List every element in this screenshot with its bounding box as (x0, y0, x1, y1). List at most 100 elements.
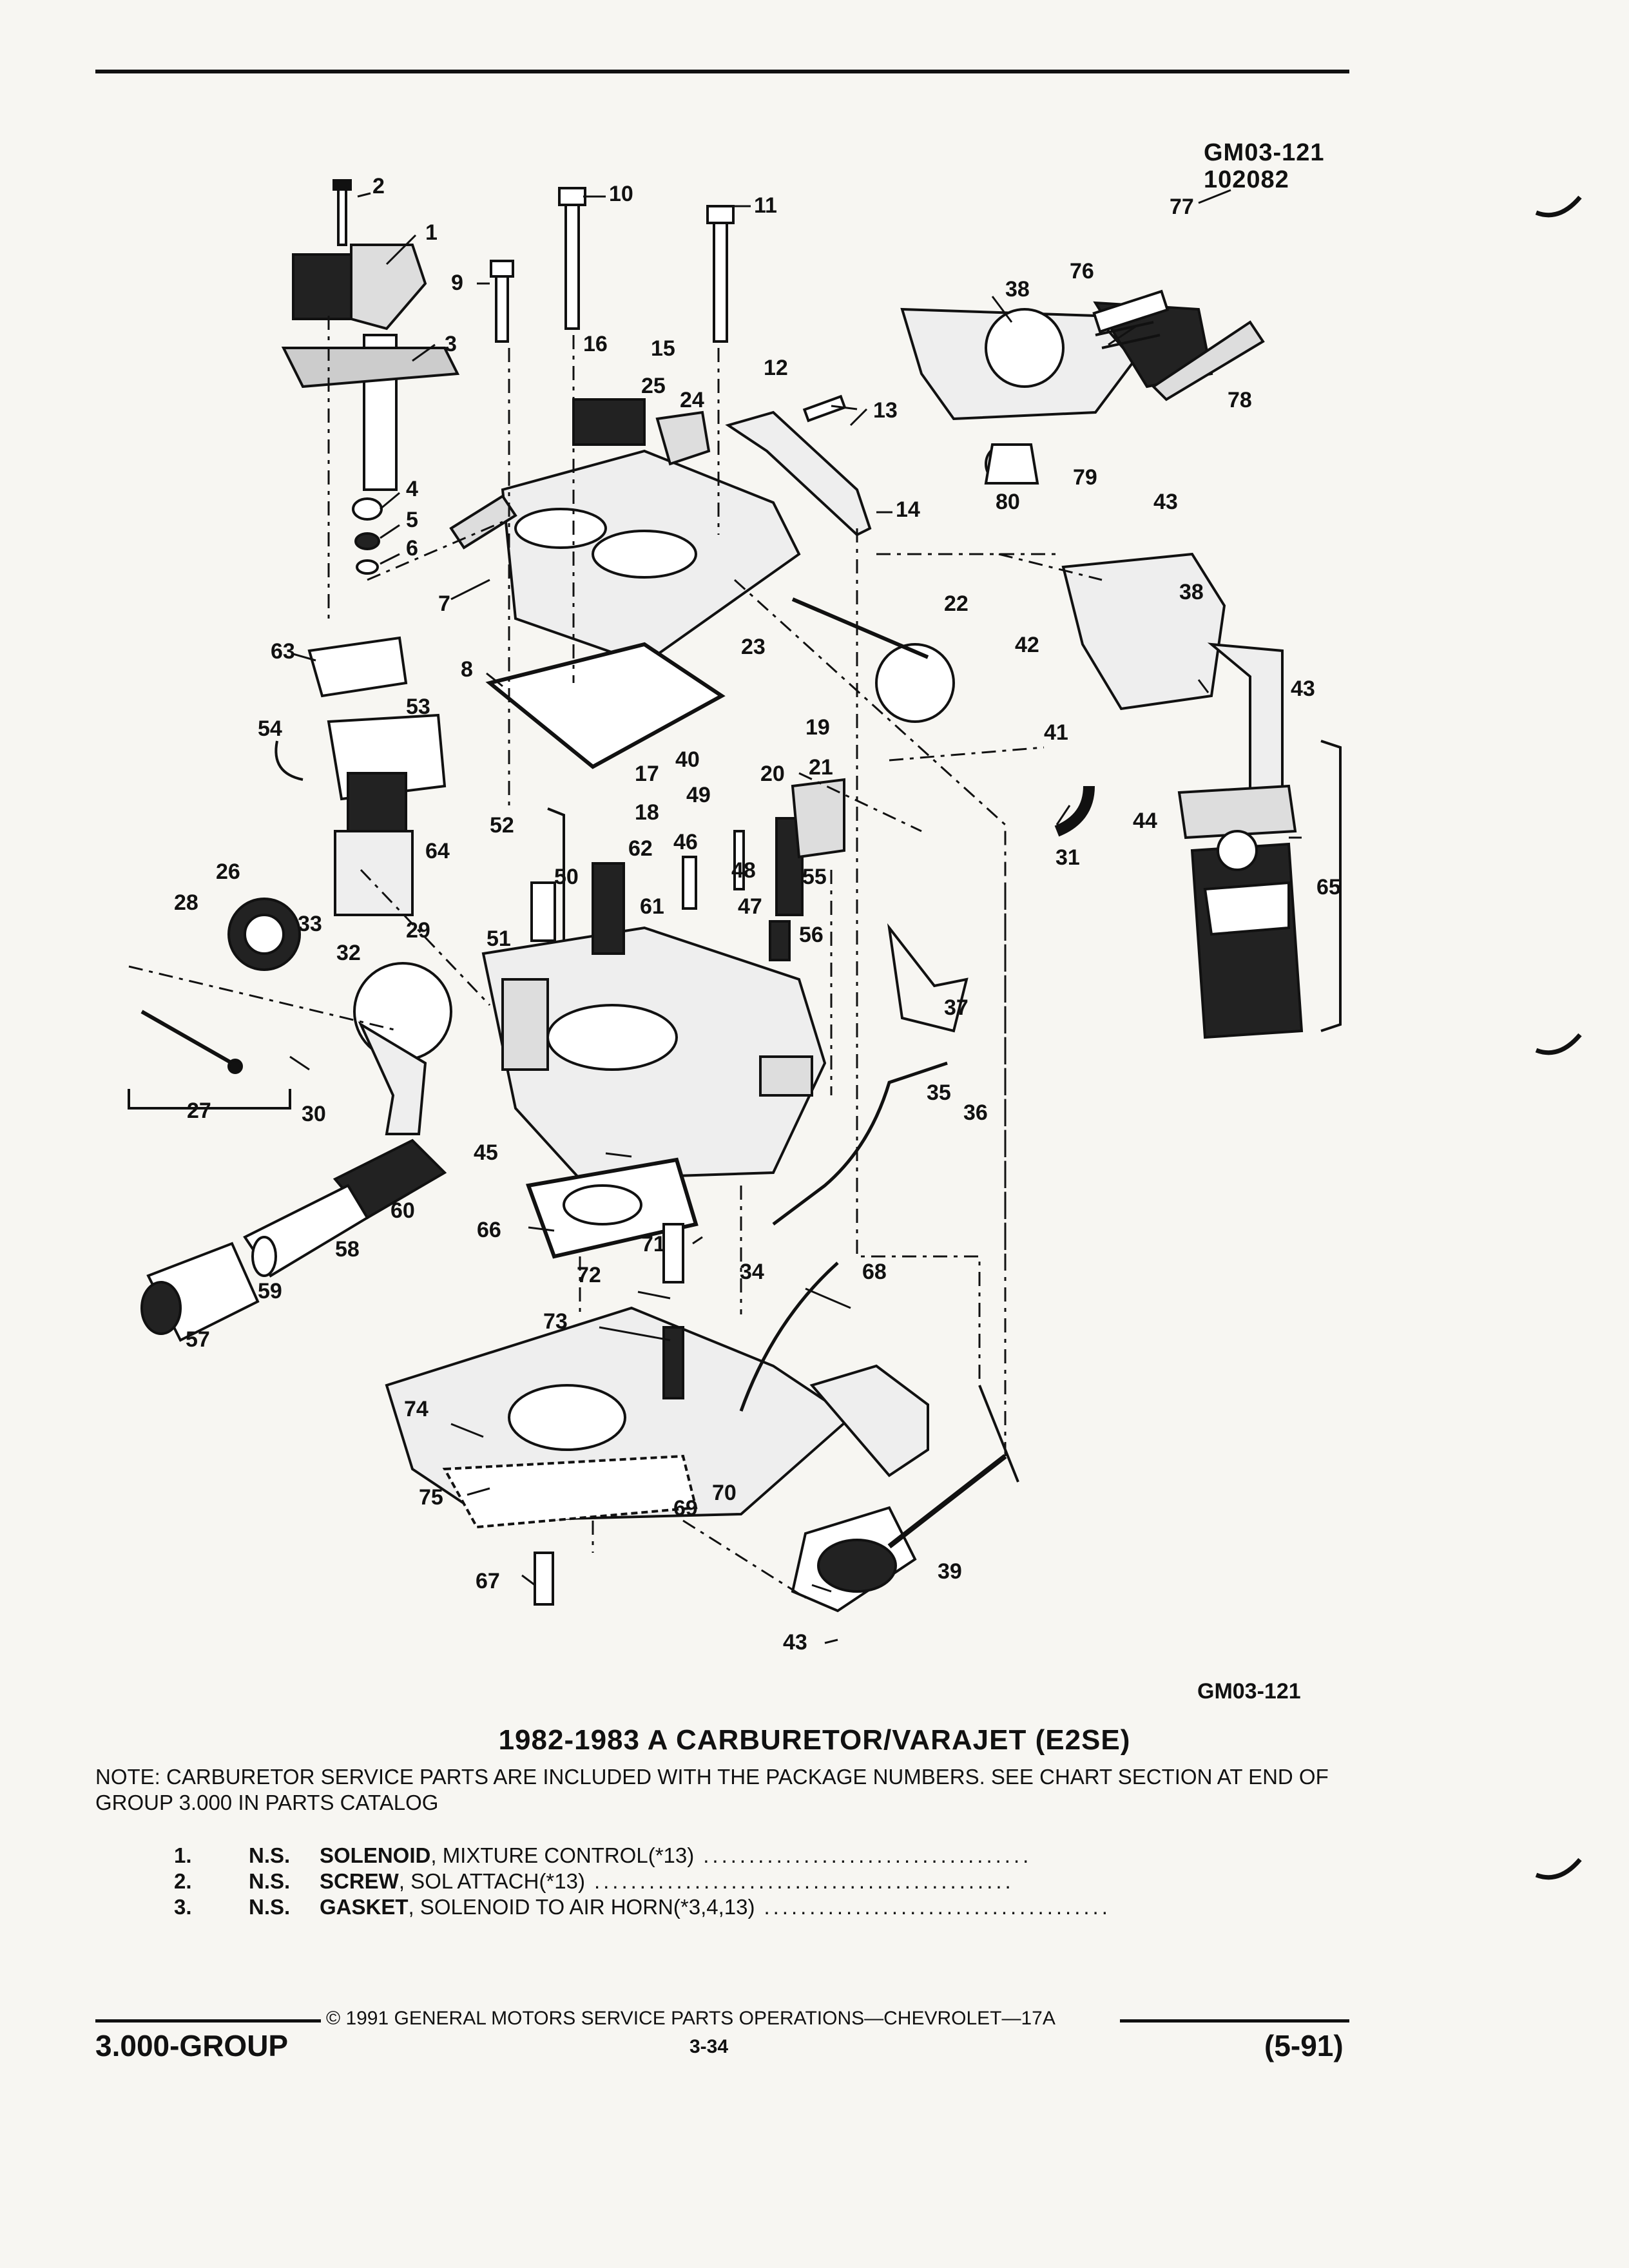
fuel-inlet-fitting (140, 1139, 447, 1342)
callout-25: 25 (641, 374, 666, 398)
footer-revision: (5-91) (1264, 2029, 1344, 2062)
callout-56: 56 (799, 923, 824, 947)
callout-26: 26 (216, 860, 240, 884)
metering-parts (530, 778, 845, 961)
callout-45: 45 (474, 1140, 498, 1165)
parts-list: 1. N.S. SOLENOID, MIXTURE CONTROL(*13) .… (174, 1843, 1111, 1920)
callout-38: 38 (1179, 580, 1204, 604)
callout-19: 19 (805, 715, 830, 740)
callout-49: 49 (686, 783, 711, 807)
callout-62: 62 (628, 836, 653, 861)
callout-69: 69 (673, 1496, 698, 1521)
pump-rod (772, 1061, 948, 1225)
callout-47: 47 (738, 894, 762, 919)
callout-64: 64 (425, 839, 450, 863)
part-name: SCREW (320, 1869, 399, 1893)
leader-dots: .................................... (703, 1843, 1032, 1867)
callout-59: 59 (258, 1279, 282, 1303)
callout-4: 4 (406, 477, 418, 501)
callout-32: 32 (336, 941, 361, 965)
mixture-control-solenoid (281, 179, 460, 575)
callout-36: 36 (963, 1100, 988, 1125)
binder-mark-icon (1535, 1858, 1582, 1880)
callout-55: 55 (802, 865, 827, 889)
callout-18: 18 (635, 800, 659, 825)
callout-51: 51 (487, 927, 511, 951)
callout-68: 68 (862, 1260, 887, 1284)
float-assembly (275, 636, 447, 916)
primary-vacuum-break (791, 1385, 1019, 1613)
callout-67: 67 (476, 1569, 500, 1593)
callout-70: 70 (712, 1481, 737, 1505)
vacuum-break-bracket (791, 552, 1297, 840)
callout-35: 35 (927, 1081, 951, 1105)
callout-29: 29 (406, 918, 430, 943)
part-description: , SOLENOID TO AIR HORN(*3,4,13) (408, 1895, 755, 1919)
electric-choke-heater (1190, 830, 1304, 1039)
pump-lever (725, 410, 872, 537)
callout-13: 13 (873, 398, 898, 423)
footer-rule-right (1120, 2019, 1349, 2023)
footer-group: 3.000-GROUP (95, 2029, 289, 2062)
part-name: GASKET (320, 1895, 409, 1919)
callout-27: 27 (187, 1099, 211, 1123)
page-title: 1982-1983 A CARBURETOR/VARAJET (E2SE) (498, 1724, 1131, 1756)
callout-20: 20 (760, 762, 785, 786)
callout-52: 52 (490, 813, 514, 838)
callout-34: 34 (740, 1260, 764, 1284)
callout-43: 43 (1153, 490, 1178, 514)
parts-list-row: 1. N.S. SOLENOID, MIXTURE CONTROL(*13) .… (174, 1843, 1111, 1869)
callout-8: 8 (461, 657, 473, 682)
callout-42: 42 (1015, 633, 1039, 657)
callout-38: 38 (1005, 277, 1030, 302)
top-rule (95, 70, 1349, 73)
callout-80: 80 (996, 490, 1020, 514)
part-description: , MIXTURE CONTROL(*13) (430, 1843, 695, 1867)
footer-page-number: 3-34 (689, 2036, 729, 2057)
callout-44: 44 (1133, 809, 1157, 833)
callout-63: 63 (271, 639, 295, 664)
callout-57: 57 (186, 1327, 210, 1352)
callout-71: 71 (641, 1232, 666, 1256)
part-number: 2. (174, 1869, 192, 1893)
part-number: 3. (174, 1895, 192, 1919)
callout-37: 37 (944, 995, 969, 1020)
binder-mark-icon (1535, 1033, 1582, 1055)
callout-46: 46 (673, 830, 698, 854)
callout-22: 22 (944, 591, 969, 616)
callout-43: 43 (1291, 677, 1315, 701)
callout-66: 66 (477, 1218, 501, 1242)
callout-73: 73 (543, 1309, 568, 1334)
callout-28: 28 (174, 890, 198, 915)
callout-75: 75 (419, 1485, 443, 1510)
callout-78: 78 (1228, 388, 1252, 412)
callout-65: 65 (1316, 875, 1341, 899)
part-ns: N.S. (249, 1869, 291, 1893)
callout-14: 14 (896, 497, 920, 522)
callout-60: 60 (390, 1198, 415, 1223)
parts-list-row: 2. N.S. SCREW, SOL ATTACH(*13) .........… (174, 1869, 1111, 1894)
part-name: SOLENOID (320, 1843, 431, 1867)
callout-76: 76 (1070, 259, 1094, 284)
callout-43: 43 (783, 1630, 807, 1655)
callout-2: 2 (372, 174, 385, 198)
callout-53: 53 (406, 695, 430, 719)
callout-15: 15 (651, 336, 675, 361)
choke-vacuum-break-assembly (900, 289, 1265, 485)
callout-6: 6 (406, 536, 418, 561)
callout-33: 33 (298, 912, 322, 936)
callout-7: 7 (438, 591, 450, 616)
callout-23: 23 (741, 635, 766, 659)
callout-79: 79 (1073, 465, 1097, 490)
callout-3: 3 (445, 332, 457, 356)
leader-dots: ...................................... (764, 1895, 1111, 1919)
part-ns: N.S. (249, 1895, 291, 1919)
figure-date: 102082 (1204, 166, 1289, 193)
part-number: 1. (174, 1843, 192, 1867)
part-description: , SOL ATTACH(*13) (398, 1869, 585, 1893)
callout-48: 48 (731, 858, 756, 883)
callout-5: 5 (406, 508, 418, 532)
footer-copyright: © 1991 GENERAL MOTORS SERVICE PARTS OPER… (326, 2008, 1055, 2029)
callout-10: 10 (609, 182, 633, 206)
